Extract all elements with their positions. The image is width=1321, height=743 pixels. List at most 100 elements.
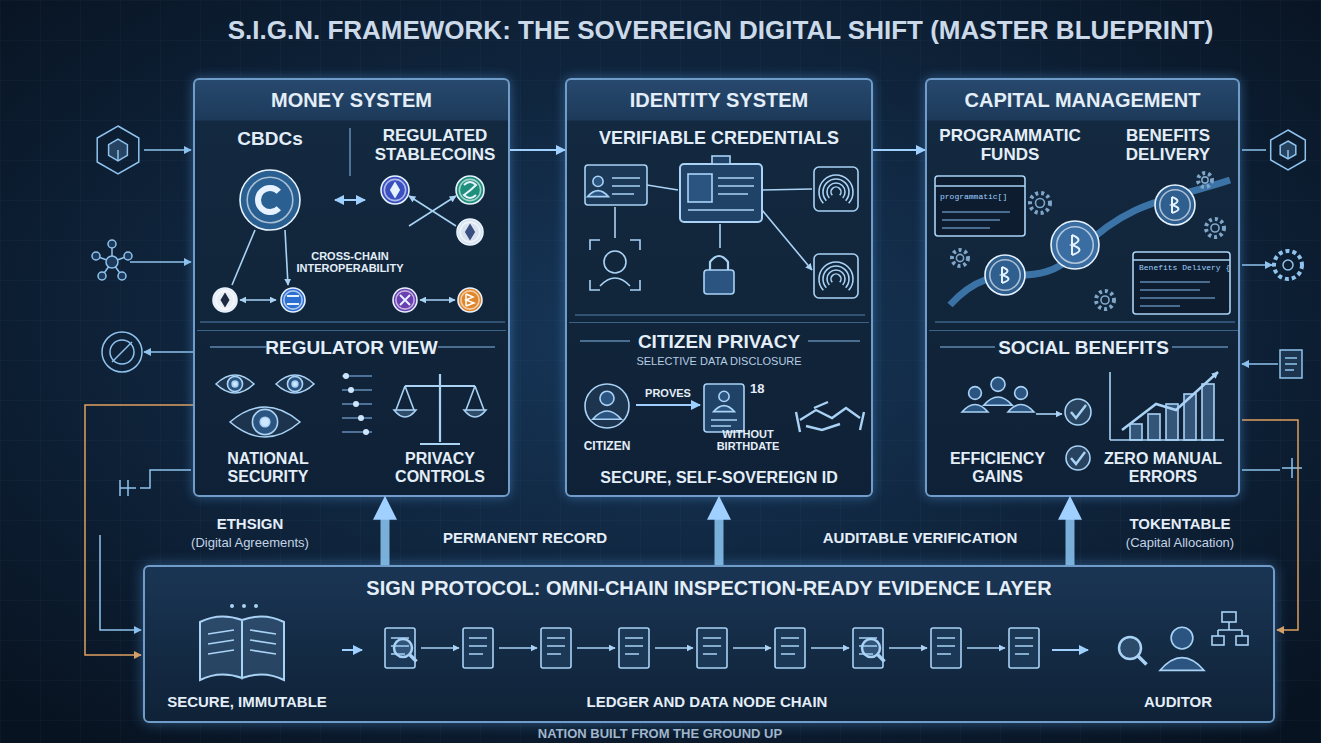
code-lines (942, 212, 1010, 228)
face-scan-frame (590, 240, 640, 290)
node-title: CBDCs (205, 128, 335, 149)
coin-mark (400, 295, 410, 305)
document-lines (391, 638, 409, 654)
feature-box: ZERO MANUAL ERRORS (1095, 362, 1231, 489)
feature-box: VERIFIABLE CREDENTIALS (571, 122, 867, 312)
divider-line (940, 346, 1228, 348)
code-snippet: Benefits Delivery { (1139, 264, 1229, 273)
document-lines (859, 638, 877, 654)
link-line (140, 470, 191, 488)
eye-pupil (232, 381, 238, 387)
section-box: SOCIAL BENEFITSEFFICIENCY GAINSZERO MANU… (929, 330, 1238, 492)
edge-label: PROVES (638, 387, 698, 399)
link-line (1242, 363, 1278, 365)
node-title: MONEY SYSTEM (195, 89, 508, 111)
interop-arrow (420, 299, 455, 301)
code-lines (1140, 282, 1215, 306)
node-title: IDENTITY SYSTEM (567, 89, 871, 111)
crypto-coin-rim (990, 260, 1020, 290)
book-lines (208, 630, 276, 654)
check-mark (1065, 399, 1091, 425)
slider-track (342, 375, 372, 377)
crypto-coin (985, 255, 1025, 295)
auditor-icon-body (1160, 658, 1204, 671)
document-lines (1285, 358, 1297, 370)
ledger-book (200, 616, 284, 680)
eye-outline (216, 375, 254, 393)
node-title: CITIZEN PRIVACY (569, 331, 869, 352)
node-title: PRIVACY CONTROLS (378, 450, 502, 486)
icons (200, 128, 1248, 680)
gear (1030, 193, 1050, 213)
ledger-document (385, 628, 415, 668)
link-line (144, 351, 193, 353)
link-line (1242, 264, 1272, 266)
gear-hub (1036, 199, 1045, 208)
fingerprint-ridge (831, 187, 841, 195)
cube-edge (117, 150, 119, 161)
document-lines (625, 638, 643, 654)
compass-icon (102, 332, 142, 372)
feature-box: BENEFITS DELIVERY (1100, 124, 1236, 170)
node-title: PROGRAMMATIC FUNDS (930, 126, 1090, 164)
hex-icon (1271, 130, 1306, 170)
ledger-document (931, 628, 961, 668)
node-title: LEDGER AND DATA NODE CHAIN (362, 694, 1052, 711)
network-dot (108, 240, 116, 248)
link-line (144, 149, 191, 151)
feature-box: PROGRAMMATIC FUNDS (930, 124, 1090, 170)
card-lines (711, 420, 737, 426)
gear-hub (1202, 177, 1208, 183)
node-title: NATIONAL SECURITY (204, 450, 332, 486)
age-proof-photo-body (714, 406, 735, 412)
eye-outline (276, 375, 314, 393)
chain-box: LEDGER AND DATA NODE CHAIN (362, 606, 1052, 718)
ether-mark (221, 294, 228, 306)
cbdc-coin-rim (247, 177, 293, 223)
node-title: ZERO MANUAL ERRORS (1095, 450, 1231, 486)
section-box: CITIZEN PRIVACYSELECTIVE DATA DISCLOSURE… (569, 322, 869, 492)
chain-coin (213, 288, 237, 312)
check-tick (1071, 405, 1086, 418)
benefit-arrow (1036, 413, 1062, 415)
divider-line (575, 314, 865, 316)
link-line (1242, 469, 1280, 471)
chain-arrow (421, 647, 459, 649)
chain-coin-rim (284, 291, 302, 309)
chain-coin-rim (461, 291, 479, 309)
beneficiary-head (1015, 387, 1028, 400)
chart-bar (1130, 424, 1142, 440)
eye-outline (230, 407, 300, 437)
chart-bar (1202, 384, 1214, 440)
system-panel: CAPITAL MANAGEMENTPROGRAMMATIC FUNDSBENE… (925, 78, 1240, 497)
crypto-coin-rim (1160, 190, 1190, 220)
layer-label: ETHSIGN (160, 516, 340, 533)
interop-arrow (240, 299, 276, 301)
link-line (232, 230, 288, 285)
org-chart-box (1222, 612, 1236, 622)
feedback-loop (100, 535, 141, 630)
fingerprint-ridge (823, 179, 849, 201)
hex-icon (97, 126, 139, 174)
coin-glyph (1002, 267, 1009, 283)
magnifier-handle (1138, 656, 1147, 665)
card-clip (712, 156, 730, 164)
node-title: CITIZEN (578, 440, 636, 453)
gear (1198, 173, 1212, 187)
feature-box: PRIVACY CONTROLS (378, 362, 502, 489)
slider-track (342, 417, 372, 419)
document-icon (1280, 350, 1302, 378)
gear-icon (1274, 251, 1302, 279)
node-text: SECURE, SELF-SOVEREIGN ID (569, 469, 869, 487)
magnifier (1119, 637, 1141, 659)
network-dot (92, 252, 100, 260)
compass-ring (110, 340, 134, 364)
crypto-coin-rim (1057, 227, 1093, 263)
fingerprint-ridge (831, 274, 841, 282)
currency-group: REGULATED STABLECOINS (365, 122, 505, 240)
card-photo (688, 174, 712, 202)
link-line (1242, 149, 1266, 151)
coin-mark (466, 294, 474, 306)
chain-arrow (811, 647, 849, 649)
